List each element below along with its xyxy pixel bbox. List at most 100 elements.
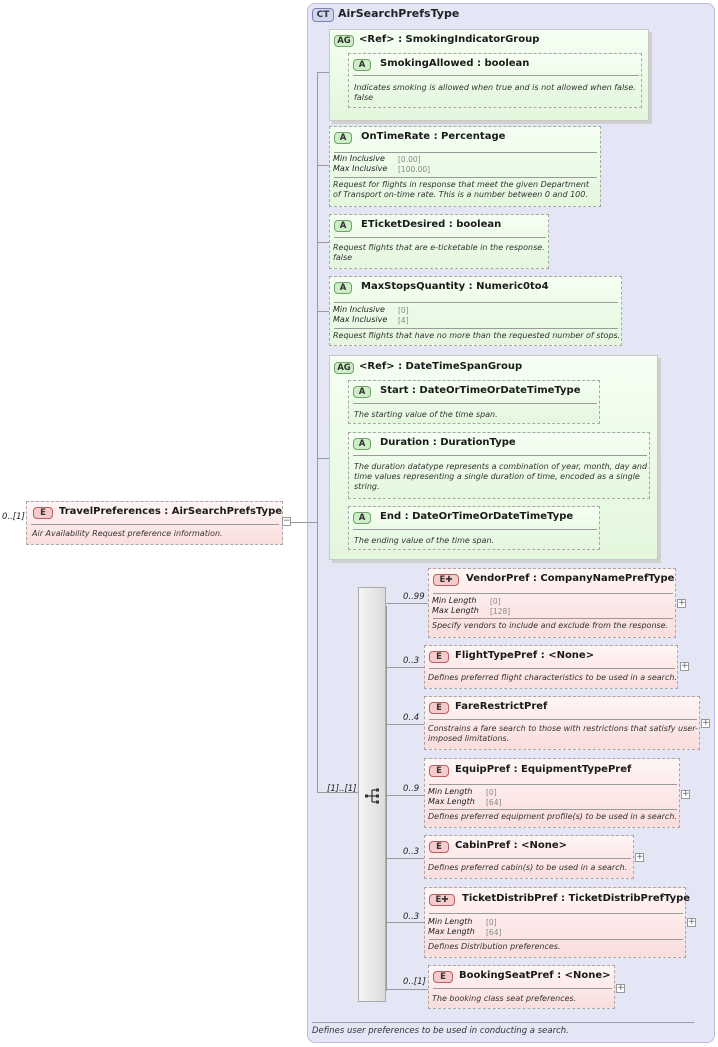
element-badge: E <box>429 651 449 663</box>
flighttypepref-title: FlightTypePref : <None> <box>455 650 595 661</box>
start-attribute[interactable]: A Start : DateOrTimeOrDateTimeType The s… <box>348 380 600 424</box>
attribute-badge: A <box>334 220 352 232</box>
eticket-desired-title: ETicketDesired : boolean <box>361 219 502 230</box>
connector-maxstops <box>317 311 329 312</box>
connector-eticket <box>317 242 329 243</box>
cabinpref-element[interactable]: E CabinPref : <None> Defines preferred c… <box>424 835 634 879</box>
element-badge: E✚ <box>429 894 455 906</box>
connector-smoking <box>317 72 329 73</box>
attribute-badge: A <box>353 386 371 398</box>
flighttypepref-element[interactable]: E FlightTypePref : <None> Defines prefer… <box>424 645 678 689</box>
farerestrictpref-description: Constrains a fare search to those with r… <box>428 724 698 743</box>
datetime-group-title: <Ref> : DateTimeSpanGroup <box>359 361 523 372</box>
cabinpref-title: CabinPref : <None> <box>455 840 568 851</box>
attribute-badge: A <box>334 132 352 144</box>
root-occurs: 0..[1] <box>2 512 25 522</box>
eticket-desired-description: Request flights that are e-ticketable in… <box>333 243 545 262</box>
end-title: End : DateOrTimeOrDateTimeType <box>380 511 574 522</box>
smoking-allowed-description: Indicates smoking is allowed when true a… <box>354 83 636 102</box>
ct-footer-separator <box>312 1022 694 1023</box>
equippref-description: Defines preferred equipment profile(s) t… <box>428 812 677 821</box>
start-description: The starting value of the time span. <box>354 410 498 419</box>
smoking-allowed-attribute[interactable]: A SmokingAllowed : boolean Indicates smo… <box>348 53 642 108</box>
ticketdistribpref-title: TicketDistribPref : TicketDistribPrefTyp… <box>462 893 691 904</box>
duration-description: The duration datatype represents a combi… <box>354 462 648 491</box>
element-badge: E✚ <box>433 574 459 586</box>
complex-type-description: Defines user preferences to be used in c… <box>312 1026 569 1036</box>
expand-bookingseatpref[interactable]: + <box>616 983 625 993</box>
ticketdistribpref-occurs: 0..3 <box>403 912 420 922</box>
ticketdistribpref-element[interactable]: E✚ TicketDistribPref : TicketDistribPref… <box>424 887 690 958</box>
attribute-badge: A <box>334 282 352 294</box>
vendorpref-element[interactable]: E✚ VendorPref : CompanyNamePrefType Min … <box>428 568 676 638</box>
element-badge: E <box>433 971 453 983</box>
root-connector <box>283 522 318 523</box>
duration-attribute[interactable]: A Duration : DurationType The duration d… <box>348 432 650 499</box>
smoking-allowed-title: SmokingAllowed : boolean <box>380 58 530 69</box>
connector-ontime <box>317 165 329 166</box>
connector-datetime <box>317 458 329 459</box>
farerestrictpref-occurs: 0..4 <box>403 713 420 723</box>
duration-title: Duration : DurationType <box>380 437 516 448</box>
collapse-toggle[interactable]: − <box>282 516 291 526</box>
eticket-desired-attribute[interactable]: A ETicketDesired : boolean Request fligh… <box>329 214 549 269</box>
ct-badge: CT <box>312 8 334 22</box>
vendorpref-title: VendorPref : CompanyNamePrefType <box>466 573 675 584</box>
connector-sequence <box>317 792 358 793</box>
ontime-rate-attribute[interactable]: A OnTimeRate : Percentage Min Inclusive … <box>329 126 601 207</box>
element-badge: E <box>33 507 53 519</box>
bookingseatpref-element[interactable]: E BookingSeatPref : <None> The booking c… <box>428 965 615 1009</box>
max-stops-attribute[interactable]: A MaxStopsQuantity : Numeric0to4 Min Inc… <box>329 276 622 346</box>
element-badge: E <box>429 841 449 853</box>
root-element-description: Air Availability Request preference info… <box>32 529 223 538</box>
bookingseatpref-occurs: 0..[1] <box>403 977 426 987</box>
element-badge: E <box>429 702 449 714</box>
expand-vendorpref[interactable]: + <box>677 598 686 608</box>
attribute-badge: A <box>353 512 371 524</box>
bookingseatpref-description: The booking class seat preferences. <box>432 994 577 1003</box>
sequence-trunk <box>386 606 387 991</box>
expand-cabinpref[interactable]: + <box>635 852 644 862</box>
ontime-rate-title: OnTimeRate : Percentage <box>361 131 506 142</box>
connector-farerestrict <box>386 724 424 725</box>
farerestrictpref-title: FareRestrictPref <box>455 701 548 712</box>
root-element-title: TravelPreferences : AirSearchPrefsType <box>59 506 283 517</box>
farerestrictpref-element[interactable]: E FareRestrictPref Constrains a fare sea… <box>424 696 700 750</box>
expand-equippref[interactable]: + <box>681 789 690 799</box>
start-title: Start : DateOrTimeOrDateTimeType <box>380 385 581 396</box>
cabinpref-occurs: 0..3 <box>403 847 420 857</box>
vendorpref-occurs: 0..99 <box>403 592 425 602</box>
smoking-indicator-group[interactable]: AG <Ref> : SmokingIndicatorGroup A Smoki… <box>329 29 649 121</box>
attribute-group-badge: AG <box>334 362 354 374</box>
datetime-span-group[interactable]: AG <Ref> : DateTimeSpanGroup A Start : D… <box>329 355 658 560</box>
bookingseatpref-title: BookingSeatPref : <None> <box>459 970 611 981</box>
max-stops-description: Request flights that have no more than t… <box>333 331 621 340</box>
root-element-box[interactable]: E TravelPreferences : AirSearchPrefsType… <box>26 501 283 545</box>
connector-cabinpref <box>386 858 424 859</box>
equippref-title: EquipPref : EquipmentTypePref <box>455 764 632 775</box>
expand-farerestrictpref[interactable]: + <box>701 718 710 728</box>
equippref-occurs: 0..9 <box>403 784 420 794</box>
end-attribute[interactable]: A End : DateOrTimeOrDateTimeType The end… <box>348 506 600 550</box>
sequence-icon <box>365 788 379 804</box>
sequence-occurs: [1]..[1] <box>327 784 357 794</box>
smoking-group-title: <Ref> : SmokingIndicatorGroup <box>359 34 540 45</box>
equippref-element[interactable]: E EquipPref : EquipmentTypePref Min Leng… <box>424 758 680 828</box>
cabinpref-description: Defines preferred cabin(s) to be used in… <box>428 863 628 872</box>
expand-ticketdistribpref[interactable]: + <box>687 917 696 927</box>
sequence-compositor[interactable] <box>358 587 386 1002</box>
connector-flighttype <box>386 667 424 668</box>
vendorpref-description: Specify vendors to include and exclude f… <box>432 621 669 630</box>
attribute-group-badge: AG <box>334 35 354 47</box>
connector-vendorpref <box>386 603 428 604</box>
element-badge: E <box>429 765 449 777</box>
ontime-rate-description: Request for flights in response that mee… <box>333 180 589 199</box>
connector-ticketdistrib <box>386 922 424 923</box>
connector-equippref <box>386 795 424 796</box>
flighttypepref-occurs: 0..3 <box>403 656 420 666</box>
expand-flighttypepref[interactable]: + <box>680 661 689 671</box>
flighttypepref-description: Defines preferred flight characteristics… <box>428 673 677 682</box>
max-stops-title: MaxStopsQuantity : Numeric0to4 <box>361 281 549 292</box>
end-description: The ending value of the time span. <box>354 536 495 545</box>
attribute-trunk <box>317 72 318 792</box>
